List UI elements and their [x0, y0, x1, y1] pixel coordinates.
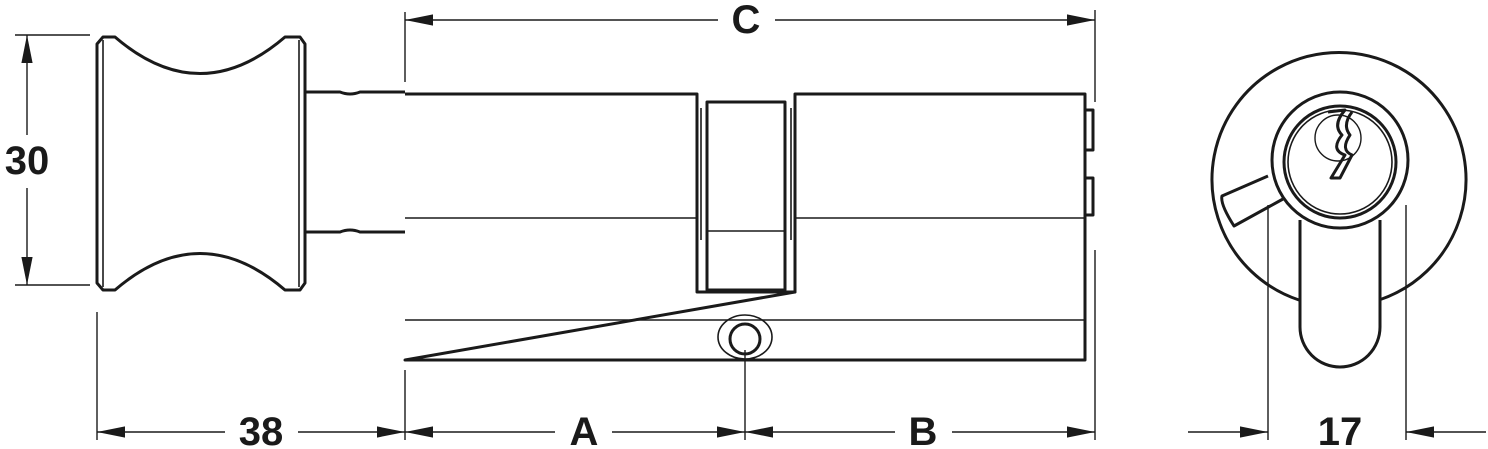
- cylinder-body: [403, 92, 1095, 362]
- dimension-label-a: A: [570, 410, 599, 449]
- thumbturn-knob: [95, 35, 307, 292]
- cylinder-profile-view: [1210, 51, 1468, 369]
- dimension-label-17: 17: [1318, 410, 1363, 449]
- cam: [695, 100, 797, 294]
- dimension-lines: [15, 10, 1486, 440]
- dimension-label-30: 30: [5, 139, 50, 183]
- knob-spindle: [305, 90, 405, 234]
- key-profile-icon: [1327, 108, 1354, 180]
- dimension-label-b: B: [909, 410, 938, 449]
- dimension-label-38: 38: [239, 410, 284, 449]
- dimension-label-c: C: [732, 0, 761, 42]
